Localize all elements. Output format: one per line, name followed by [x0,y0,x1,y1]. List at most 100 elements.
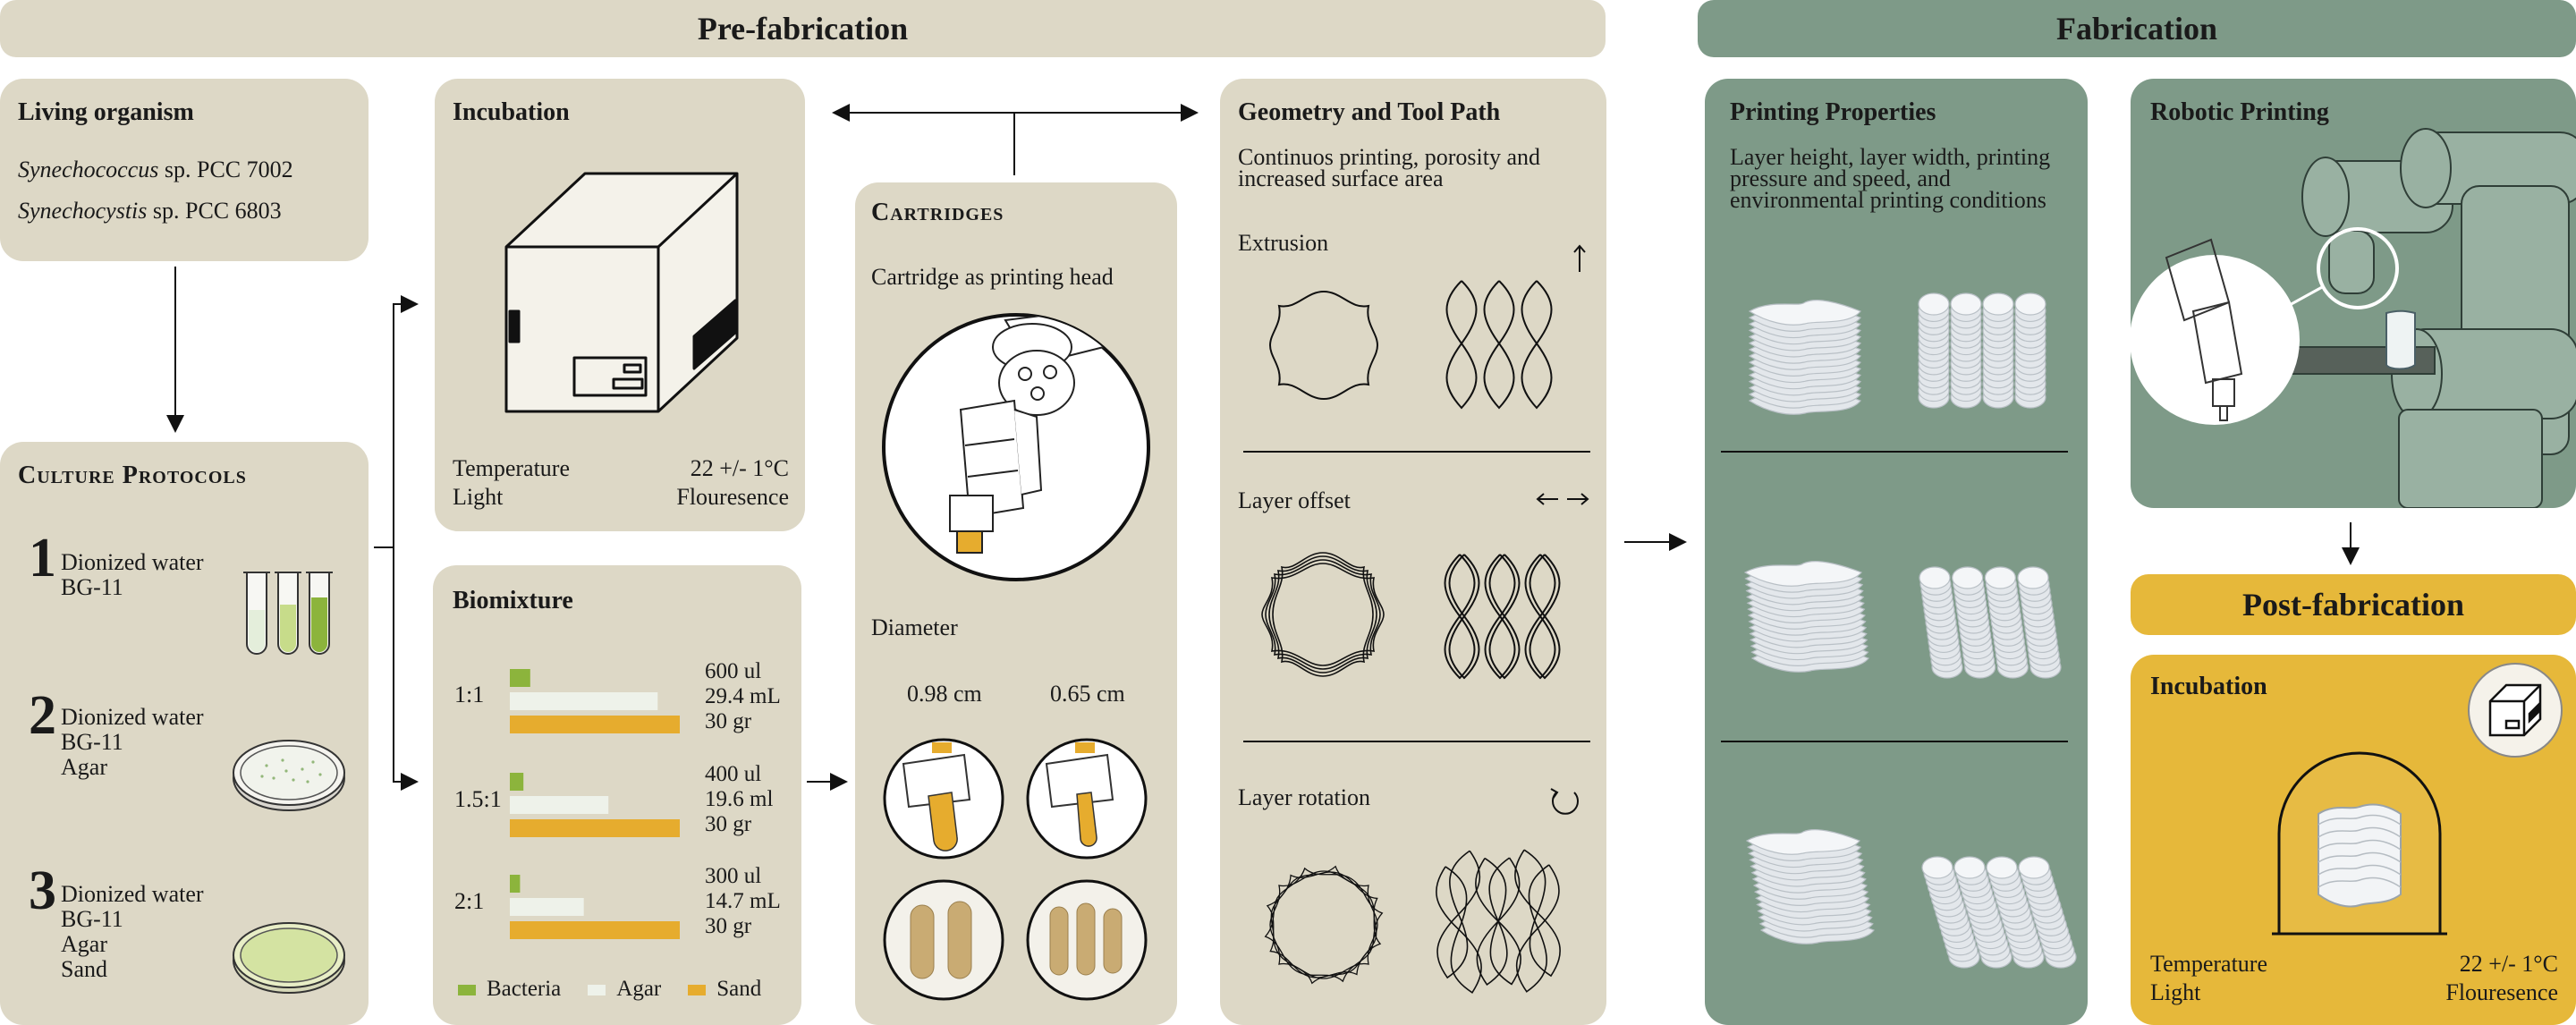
printed-object-square-1 [1748,300,1861,415]
bell-jar-icon [2272,751,2447,936]
biomixture-panel [433,565,801,1025]
protocol-1-line-1: Dionized water [61,549,204,575]
rotation-arrow-icon [1550,788,1579,815]
geometry-divider-1 [1243,451,1590,453]
sand-value-1: 30 gr [705,709,752,733]
post-light-value: Flouresence [2445,979,2558,1005]
layer-offset-lattice [1444,554,1561,680]
organism-2: Synechocystis sp. PCC 6803 [18,198,282,224]
geometry-title: Geometry and Tool Path [1238,98,1501,126]
protocol-3-line-4: Sand [61,956,107,982]
diameter-1: 0.98 cm [907,681,982,707]
sand-swatch [688,985,707,996]
ratio-label-1: 1:1 [454,682,485,707]
arrow-culture-to-biomixture [393,547,419,791]
layer-offset-label: Layer offset [1238,487,1351,513]
protocol-2-number: 2 [29,685,56,746]
organism-1: Synechococcus sp. PCC 7002 [18,157,293,182]
protocol-3-number: 3 [29,860,56,921]
post-temp-label: Temperature [2150,951,2267,977]
incubator-icon [504,172,739,413]
incubation-light-value: Flouresence [676,484,789,510]
printing-properties-line-1: Layer height, layer width, printing [1730,144,2051,170]
bar-agar-3 [510,898,584,916]
petri-dish-sand-icon [233,922,345,994]
bacteria-value-1: 600 ul [705,659,762,683]
protocol-2-line-2: BG-11 [61,729,123,755]
ratio-label-2: 1.5:1 [454,786,502,812]
post-light-label: Light [2150,979,2201,1005]
protocol-3-line-1: Dionized water [61,881,204,907]
agar-swatch [588,985,606,996]
bacteria-value-2: 400 ul [705,762,762,786]
protocol-3-line-2: BG-11 [61,906,123,932]
geometry-desc-1: Continuos printing, porosity and [1238,144,1540,170]
fabrication-header: Fabrication [1698,0,2576,57]
printing-properties-line-2: pressure and speed, and [1730,165,1951,191]
bar-bacteria-3 [510,875,521,893]
legend-agar: Agar [588,977,661,1002]
left-right-arrows-icon [1536,493,1589,505]
printed-object-lattice-2 [1919,566,2062,679]
cartridges-subtitle: Cartridge as printing head [871,264,1114,290]
post-fabrication-title: Post-fabrication [2242,587,2464,623]
post-fabrication-header: Post-fabrication [2131,574,2576,635]
bacteria-swatch [458,985,476,996]
printing-properties-title: Printing Properties [1730,98,1936,126]
printed-objects [1743,292,2077,969]
printing-head-icon [882,313,1150,581]
geometry-divider-2 [1243,741,1590,742]
post-temp-value: 22 +/- 1°C [2459,951,2558,977]
arrow-culture-to-incubation [374,295,419,548]
diameter-2: 0.65 cm [1050,681,1125,707]
post-incubation-title: Incubation [2150,673,2267,700]
extrusion-label: Extrusion [1238,230,1329,256]
agar-value-3: 14.7 mL [705,889,781,913]
bacteria-value-3: 300 ul [705,864,762,888]
test-tubes-icon [243,572,333,655]
prefabrication-title: Pre-fabrication [697,11,909,47]
culture-protocols-title: Culture Protocols [18,462,247,489]
diameter-label: Diameter [871,614,958,640]
biomixture-title: Biomixture [453,587,573,614]
extruded-sample-large-icon [883,879,1004,1001]
bar-sand-1 [510,716,680,733]
extrusion-wave-pattern [1445,280,1553,410]
layer-offset-square [1261,552,1385,677]
printed-object-square-3 [1745,829,1875,945]
incubation-light-label: Light [453,484,504,510]
protocol-3-line-3: Agar [61,931,107,957]
robot-arm-icon [2130,128,2576,508]
cartridges-title: Cartridges [871,199,1004,226]
legend-sand: Sand [688,977,761,1002]
printed-object-lattice-1 [1918,292,2046,409]
sand-value-2: 30 gr [705,812,752,836]
printing-divider-1 [1721,451,2068,453]
agar-value-1: 29.4 mL [705,684,781,708]
prefabrication-header: Pre-fabrication [0,0,1606,57]
ratio-label-3: 2:1 [454,888,485,914]
legend-bacteria: Bacteria [458,977,561,1002]
bar-sand-2 [510,819,680,837]
layer-rotation-square [1264,865,1384,985]
protocol-1-line-2: BG-11 [61,574,123,600]
petri-dish-agar-icon [233,740,345,811]
bar-bacteria-2 [510,773,524,791]
agar-value-2: 19.6 ml [705,787,774,811]
living-organism-title: Living organism [18,98,194,126]
cartridge-small-icon [1026,738,1148,860]
bar-bacteria-1 [510,669,530,687]
layer-rotation-lattice [1436,849,1561,994]
protocol-2-line-1: Dionized water [61,704,204,730]
sand-value-3: 30 gr [705,914,752,938]
bar-agar-2 [510,796,609,814]
layer-rotation-label: Layer rotation [1238,784,1370,810]
bar-sand-3 [510,921,680,939]
up-arrow-icon [1573,244,1586,272]
incubation-temp-value: 22 +/- 1°C [690,455,789,481]
incubation-title: Incubation [453,98,570,126]
biomixture-legend: Bacteria Agar Sand [458,977,761,1002]
cartridge-large-icon [883,738,1004,860]
printing-properties-line-3: environmental printing conditions [1730,187,2046,213]
